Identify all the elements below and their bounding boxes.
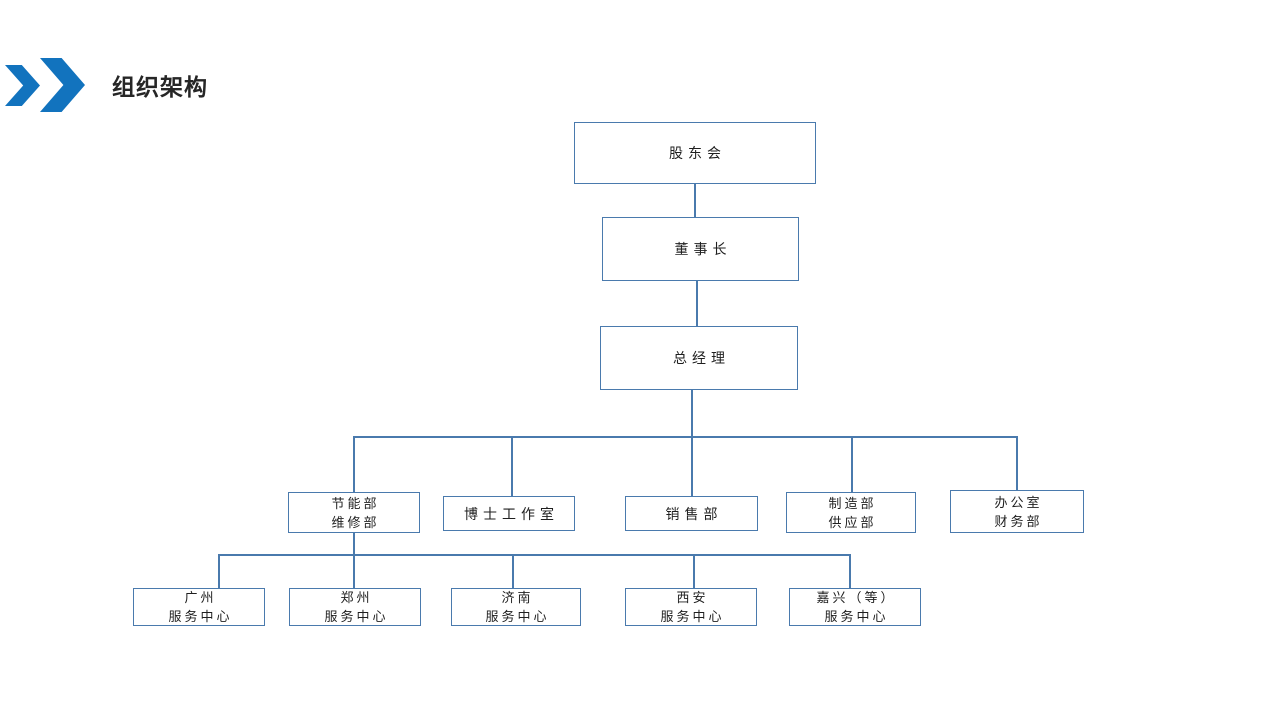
connector-drop-manufacturing — [851, 437, 853, 492]
org-node-chairman: 董事长 — [602, 217, 799, 281]
connector-energy-centers — [353, 533, 355, 556]
chevron-right-icon — [40, 58, 85, 112]
connector-bus-level2 — [218, 554, 851, 556]
connector-drop-jinan — [512, 554, 514, 588]
org-node-sales-dept: 销售部 — [625, 496, 758, 531]
org-node-guangzhou-service-center: 广州 服务中心 — [133, 588, 265, 626]
node-label-line2: 服务中心 — [824, 609, 889, 624]
node-label-line2: 服务中心 — [660, 609, 725, 624]
org-node-xian-service-center: 西安 服务中心 — [625, 588, 757, 626]
connector-chairman-gm — [696, 281, 698, 326]
chevron-right-icon — [5, 65, 40, 106]
connector-shareholders-chairman — [694, 184, 696, 217]
org-node-general-manager: 总经理 — [600, 326, 798, 390]
org-node-manufacturing-supply-dept: 制造部 供应部 — [786, 492, 916, 533]
connector-bus-level1 — [353, 436, 1018, 438]
org-node-jinan-service-center: 济南 服务中心 — [451, 588, 581, 626]
node-label: 销售部 — [665, 505, 723, 522]
connector-drop-jiaxing — [849, 554, 851, 588]
node-label-line2: 供应部 — [828, 514, 877, 530]
org-node-doctor-studio: 博士工作室 — [443, 496, 575, 531]
node-label-line1: 制造部 — [828, 495, 877, 511]
connector-drop-office — [1016, 437, 1018, 490]
org-node-shareholders-meeting: 股东会 — [574, 122, 816, 184]
org-node-office-finance-dept: 办公室 财务部 — [950, 490, 1084, 533]
connector-gm-depts — [691, 390, 693, 496]
node-label-line1: 广州 — [184, 590, 217, 605]
connector-drop-doctor-studio — [511, 437, 513, 496]
org-node-zhengzhou-service-center: 郑州 服务中心 — [289, 588, 421, 626]
connector-drop-zhengzhou — [353, 554, 355, 588]
org-node-energy-maintenance-dept: 节能部 维修部 — [288, 492, 420, 533]
node-label-line2: 服务中心 — [168, 609, 233, 624]
node-label-line2: 财务部 — [994, 513, 1043, 529]
connector-drop-xian — [693, 554, 695, 588]
node-label-line1: 郑州 — [340, 590, 373, 605]
node-label: 总经理 — [673, 350, 730, 366]
node-label-line2: 服务中心 — [485, 609, 550, 624]
node-label-line1: 办公室 — [994, 494, 1043, 510]
node-label-line1: 西安 — [676, 590, 709, 605]
connector-drop-energy — [353, 437, 355, 492]
node-label-line2: 服务中心 — [324, 609, 389, 624]
node-label: 博士工作室 — [464, 505, 559, 522]
node-label-line1: 济南 — [501, 590, 534, 605]
org-node-jiaxing-service-center: 嘉兴（等） 服务中心 — [789, 588, 921, 626]
node-label-line2: 维修部 — [331, 514, 380, 530]
node-label: 董事长 — [674, 241, 732, 257]
node-label-line1: 节能部 — [331, 495, 380, 511]
node-label-line1: 嘉兴（等） — [816, 590, 897, 605]
page-title: 组织架构 — [112, 74, 208, 100]
connector-drop-guangzhou — [218, 554, 220, 588]
node-label: 股东会 — [669, 145, 726, 161]
